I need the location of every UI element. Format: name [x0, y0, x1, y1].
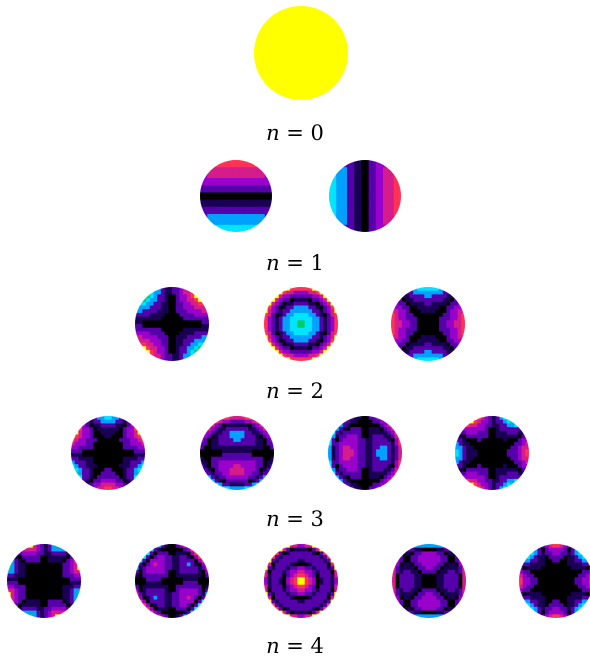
zernike-disk-sin3	[71, 416, 146, 491]
label-variable: n	[266, 251, 280, 275]
zernike-disk-cos4	[519, 544, 590, 619]
label-value: = 4	[280, 634, 324, 658]
row-label-n4: n = 4	[235, 636, 355, 657]
zernike-disk-even31	[328, 416, 403, 491]
zernike-disk-odd31	[200, 416, 275, 491]
zernike-disk-cos3	[455, 416, 530, 491]
zernike-disk-radial2	[264, 287, 339, 362]
zernike-disk-cos2	[391, 287, 466, 362]
row-label-n0: n = 0	[235, 123, 355, 144]
zernike-disk-cos1	[329, 160, 402, 233]
label-value: = 3	[280, 507, 324, 531]
label-variable: n	[266, 121, 280, 145]
zernike-disk-sin42	[135, 544, 210, 619]
zernike-disk-sin2	[135, 287, 210, 362]
row-label-n1: n = 1	[235, 253, 355, 274]
zernike-disk-sin4	[7, 544, 82, 619]
zernike-disk-sin1	[200, 160, 273, 233]
zernike-disk-cos42	[392, 544, 467, 619]
label-value: = 0	[280, 121, 324, 145]
label-variable: n	[266, 379, 280, 403]
zernike-disk-m0	[254, 6, 349, 101]
row-label-n2: n = 2	[235, 381, 355, 402]
row-label-n3: n = 3	[235, 509, 355, 530]
label-value: = 2	[280, 379, 324, 403]
zernike-disk-radial4	[264, 544, 339, 619]
label-variable: n	[266, 507, 280, 531]
label-variable: n	[266, 634, 280, 658]
label-value: = 1	[280, 251, 324, 275]
